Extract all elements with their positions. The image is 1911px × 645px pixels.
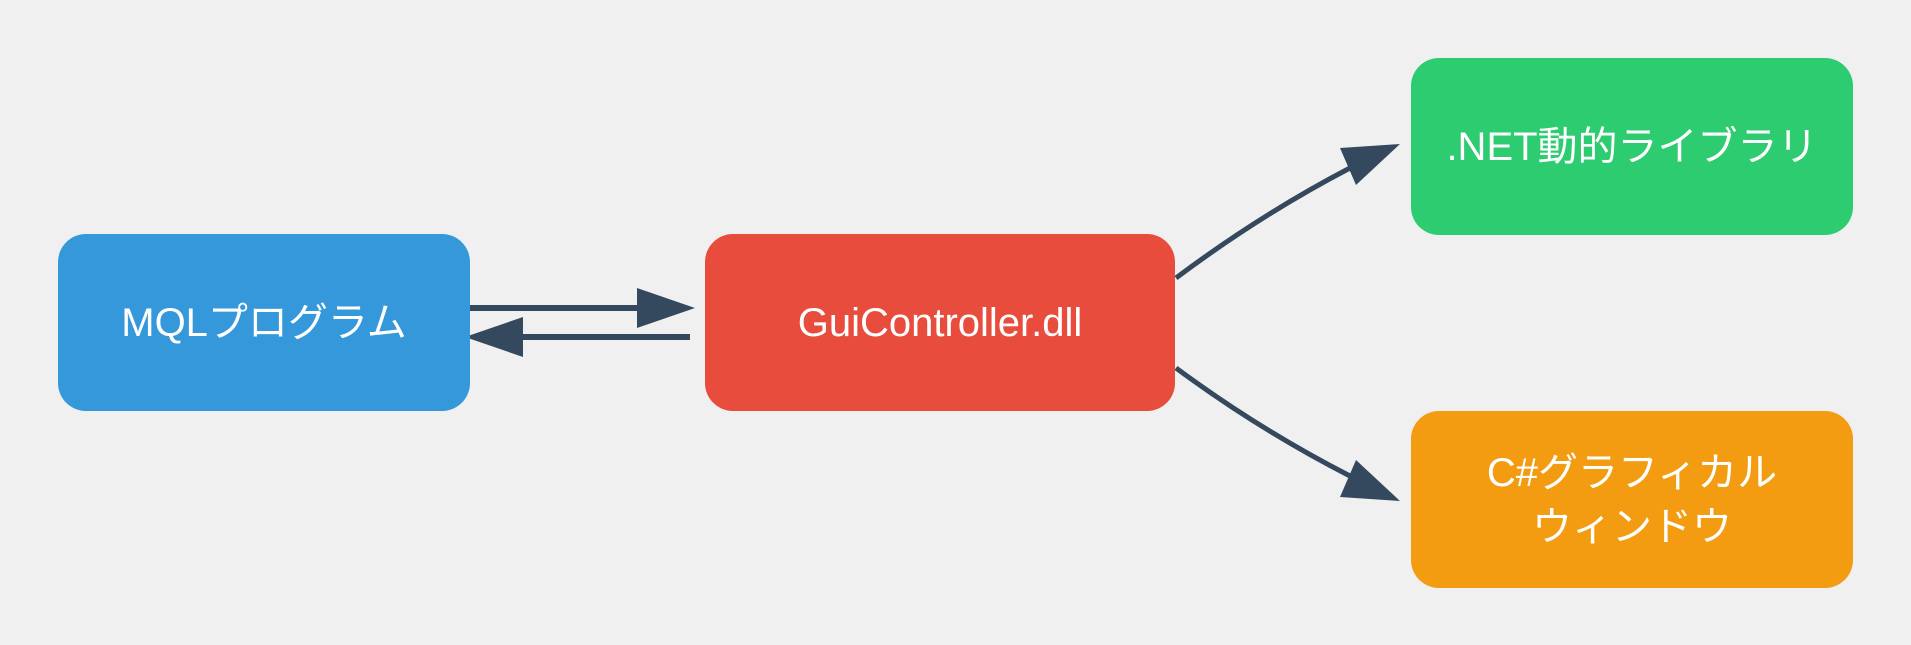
edge-gui-to-win: [1174, 365, 1400, 501]
arrowhead-icon: [465, 317, 523, 357]
arrowhead-icon: [1340, 460, 1400, 501]
arrowhead-icon: [637, 288, 695, 328]
node-csharp-window: C#グラフィカル ウィンドウ: [1411, 411, 1853, 588]
node-guicontroller-dll: GuiController.dll: [705, 234, 1175, 411]
edge-gui-to-net: [1174, 144, 1400, 281]
node-label: GuiController.dll: [797, 300, 1083, 345]
node-label: .NET動的ライブラリ: [1446, 124, 1818, 169]
node-label: MQLプログラム: [121, 300, 407, 345]
edge-gui-to-mql: [465, 317, 690, 357]
node-label: C#グラフィカル ウィンドウ: [1486, 450, 1778, 549]
arrowhead-icon: [1340, 144, 1400, 185]
node-mql-program: MQLプログラム: [58, 234, 470, 411]
edge-mql-to-gui: [470, 288, 695, 328]
node-dotnet-library: .NET動的ライブラリ: [1411, 58, 1853, 235]
